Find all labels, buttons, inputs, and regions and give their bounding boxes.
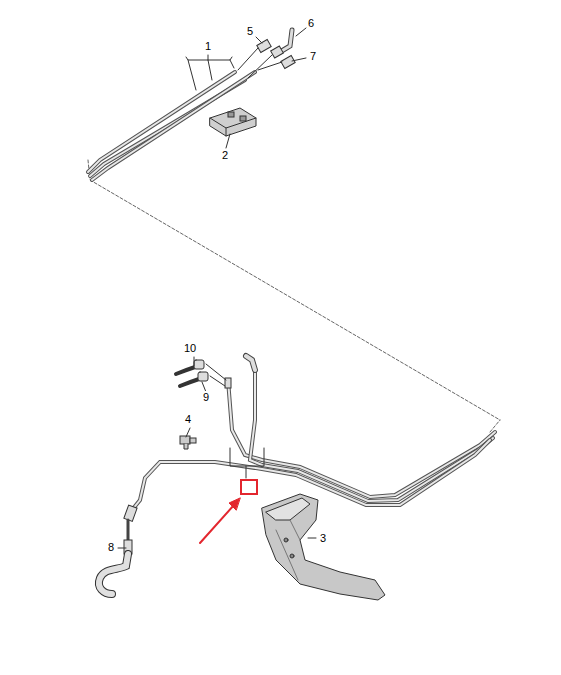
callout-number: 2 <box>221 149 229 161</box>
pipe-bundle-upper <box>88 72 255 180</box>
pipe-holder <box>210 108 256 136</box>
callout-number: 1 <box>204 40 212 52</box>
callout-number: 6 <box>307 17 315 29</box>
callout-number: 9 <box>202 391 210 403</box>
pipe-bundle-lower <box>132 356 495 510</box>
leader-line <box>118 28 316 548</box>
callout-number: 7 <box>309 50 317 62</box>
callout-number: 8 <box>107 541 115 553</box>
callout-number: 3 <box>319 532 327 544</box>
callout-number: 4 <box>184 413 192 425</box>
fuel-hose <box>99 505 137 594</box>
callout-number: 5 <box>246 25 254 37</box>
cover-shield <box>262 494 385 600</box>
callout-number: 10 <box>183 342 197 354</box>
highlight-marker <box>200 480 257 543</box>
pipe-clip <box>180 436 196 449</box>
continuation-line <box>88 160 500 420</box>
pipe-connector <box>238 30 295 78</box>
pipe-connector <box>176 360 226 386</box>
